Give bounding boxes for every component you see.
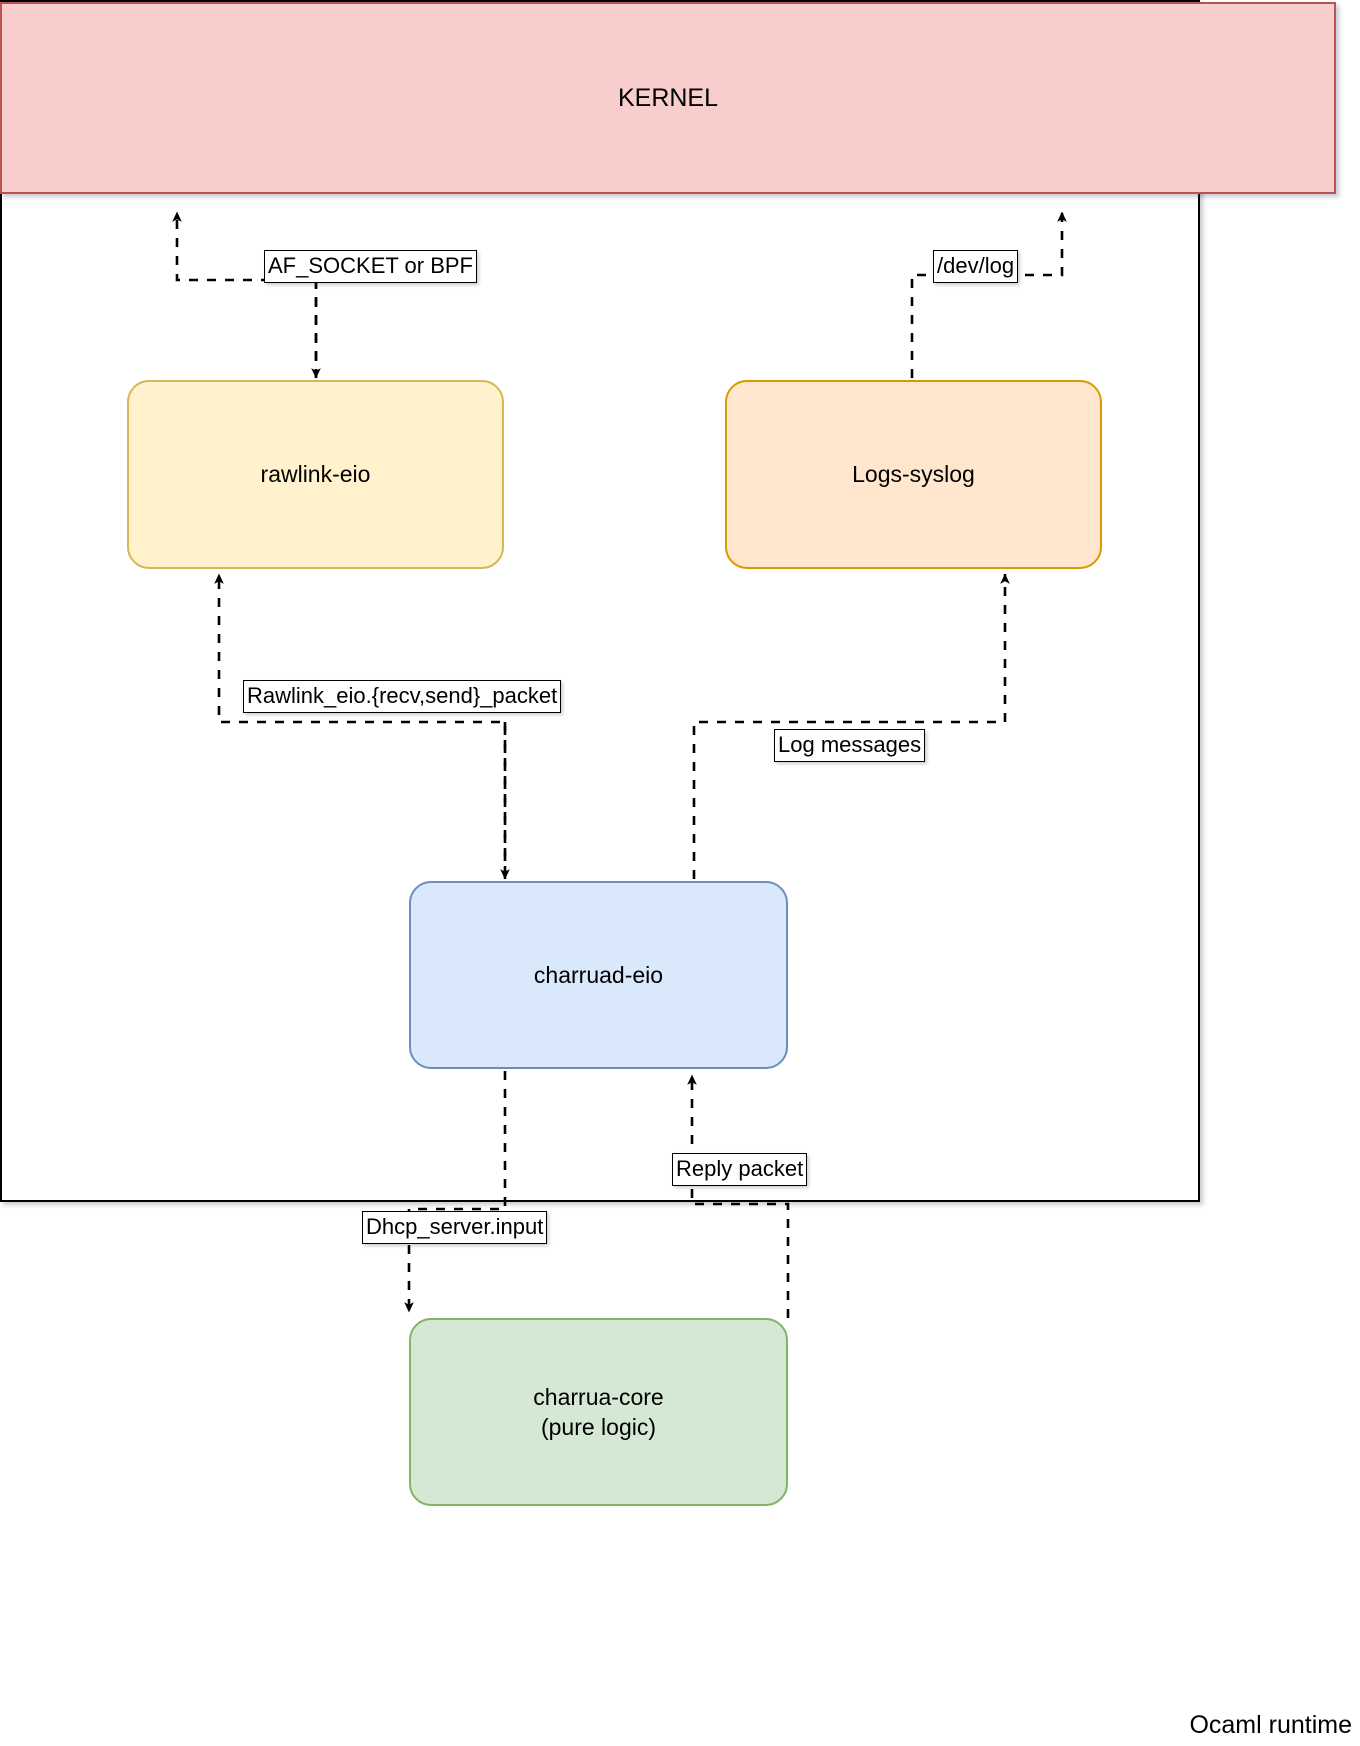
edge-label-log-messages: Log messages xyxy=(774,729,926,762)
logs-syslog-node[interactable]: Logs-syslog xyxy=(725,380,1102,569)
edge-label-dev-log: /dev/log xyxy=(933,250,1019,283)
edge-label-dhcp-server-input: Dhcp_server.input xyxy=(362,1211,548,1244)
edge-label-rawlink-packet: Rawlink_eio.{recv,send}_packet xyxy=(243,680,562,713)
rawlink-eio-node[interactable]: rawlink-eio xyxy=(127,380,504,569)
kernel-node[interactable]: KERNEL xyxy=(0,2,1336,194)
charrua-core-node[interactable]: charrua-core (pure logic) xyxy=(409,1318,788,1506)
charruad-eio-node[interactable]: charruad-eio xyxy=(409,881,788,1069)
ocaml-runtime-label: Ocaml runtime xyxy=(1189,1711,1352,1739)
edge-label-af-socket: AF_SOCKET or BPF xyxy=(264,250,477,283)
edge-label-reply-packet: Reply packet xyxy=(672,1153,808,1186)
